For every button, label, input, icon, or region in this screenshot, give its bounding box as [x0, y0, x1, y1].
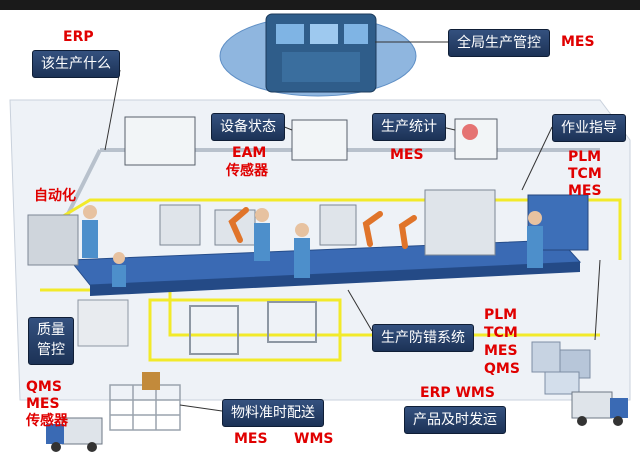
warehouse — [531, 341, 591, 395]
machine-3 — [319, 204, 357, 246]
callout-global-control: 全局生产管控 — [448, 29, 550, 57]
tag-mes: MES — [568, 183, 602, 199]
tag-quality-sensor: 传感器 — [26, 413, 68, 429]
callout-what-to-produce: 该生产什么 — [32, 50, 120, 78]
material-box — [142, 372, 160, 390]
quality-bench — [77, 299, 129, 347]
control-screen-3 — [344, 24, 368, 44]
tag-erp: ERP — [63, 29, 94, 45]
tag-shipping: ERP WMS — [420, 385, 495, 401]
cart-1 — [189, 305, 239, 355]
workers — [82, 205, 543, 287]
stats-pie — [462, 124, 478, 140]
automation-cell — [27, 214, 79, 266]
callout-production-stats: 生产统计 — [372, 113, 446, 141]
callout-error-proofing: 生产防错系统 — [372, 324, 474, 352]
quality-line-2: 管控 — [37, 342, 65, 358]
tag-material-mes: MES — [234, 431, 268, 447]
tag-plm: PLM — [568, 149, 602, 165]
machine-4 — [424, 189, 496, 256]
stats-screen — [454, 118, 498, 160]
tag-error-plm: PLM — [484, 307, 518, 323]
control-screen-1 — [276, 24, 304, 44]
floor-zone — [148, 298, 342, 362]
tag-error-mes: MES — [484, 343, 518, 359]
tag-error-tcm: TCM — [484, 325, 518, 341]
control-screen-2 — [310, 24, 338, 44]
tag-error-qms: QMS — [484, 361, 520, 377]
label-automation: 自动化 — [34, 188, 76, 204]
erp-screen — [124, 116, 196, 166]
tag-global-control: MES — [561, 34, 595, 50]
tag-quality-mes: MES — [26, 396, 60, 412]
truck-left — [46, 417, 103, 452]
truck-right — [571, 391, 628, 426]
machine-1 — [159, 204, 201, 246]
tag-material-wms: WMS — [294, 431, 334, 447]
tag-tcm: TCM — [568, 166, 602, 182]
robot-arms — [228, 207, 417, 249]
quality-line-1: 质量 — [37, 322, 65, 338]
callout-work-instructions: 作业指导 — [552, 114, 626, 142]
top-edge — [0, 0, 640, 10]
callout-product-shipping: 产品及时发运 — [404, 406, 506, 434]
tag-equipment-sensor: 传感器 — [226, 163, 268, 179]
tag-eam: EAM — [232, 145, 267, 161]
tag-production-stats: MES — [390, 147, 424, 163]
callout-material-delivery: 物料准时配送 — [222, 399, 324, 427]
cart-2 — [267, 301, 317, 343]
status-screen — [291, 119, 348, 161]
callout-equipment-status: 设备状态 — [211, 113, 285, 141]
callout-connectors — [104, 41, 601, 412]
control-desk — [282, 52, 360, 82]
tag-qms: QMS — [26, 379, 62, 395]
conveyor-side — [90, 262, 580, 296]
callout-quality-control: 质量 管控 — [28, 317, 74, 365]
